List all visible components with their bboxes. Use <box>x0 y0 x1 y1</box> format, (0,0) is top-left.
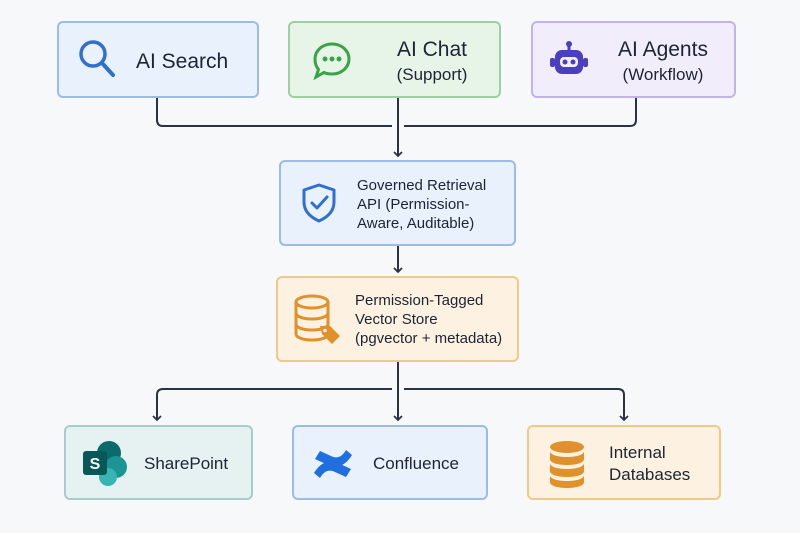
database-tag-icon <box>290 292 342 348</box>
connector-store-to-databases <box>404 388 629 422</box>
store-label-line3: (pgvector + metadata) <box>355 330 503 348</box>
vector-store-box: Permission-Tagged Vector Store (pgvector… <box>276 276 519 362</box>
ai-chat-subtitle: (Support) <box>396 64 468 84</box>
store-label-line2: Vector Store <box>355 311 438 329</box>
internal-databases-box: Internal Databases <box>527 425 721 500</box>
ai-chat-label: AI Chat (Support) <box>377 37 487 86</box>
api-label-line3: Aware, Auditable) <box>357 215 475 233</box>
ai-chat-title: AI Chat <box>396 38 468 61</box>
sharepoint-box: S SharePoint <box>64 425 253 500</box>
databases-label: Internal Databases <box>609 442 709 486</box>
database-icon <box>545 439 589 489</box>
store-label-line1: Permission-Tagged <box>355 292 484 309</box>
ai-search-box: AI Search <box>57 21 259 98</box>
confluence-label: Confluence <box>373 454 460 473</box>
sharepoint-icon: S <box>80 439 130 489</box>
shield-check-icon <box>297 181 341 225</box>
ai-agents-label: AI Agents (Workflow) <box>599 37 727 86</box>
ai-agents-subtitle: (Workflow) <box>622 64 704 84</box>
databases-label-line1: Internal <box>609 443 666 462</box>
confluence-icon <box>310 441 356 487</box>
svg-text:S: S <box>90 456 101 473</box>
api-label-line1: Governed Retrieval <box>357 177 487 194</box>
ai-agents-box: AI Agents (Workflow) <box>531 21 736 98</box>
ai-chat-box: AI Chat (Support) <box>288 21 501 98</box>
robot-icon <box>547 39 591 83</box>
chat-bubble-icon <box>310 39 354 83</box>
magnifier-icon <box>75 37 119 81</box>
sharepoint-label: SharePoint <box>144 454 229 473</box>
ai-agents-title: AI Agents <box>618 38 708 61</box>
connector-agents <box>404 98 637 127</box>
governed-retrieval-api-box: Governed Retrieval API (Permission- Awar… <box>279 160 516 246</box>
confluence-box: Confluence <box>292 425 488 500</box>
connector-search <box>156 98 392 127</box>
api-label: Governed Retrieval API (Permission- Awar… <box>357 176 507 234</box>
connector-store-to-sharepoint <box>152 388 392 422</box>
ai-search-label: AI Search <box>136 50 229 73</box>
databases-label-line2: Databases <box>609 464 691 484</box>
store-label: Permission-Tagged Vector Store (pgvector… <box>355 291 515 349</box>
api-label-line2: API (Permission- <box>357 196 470 214</box>
